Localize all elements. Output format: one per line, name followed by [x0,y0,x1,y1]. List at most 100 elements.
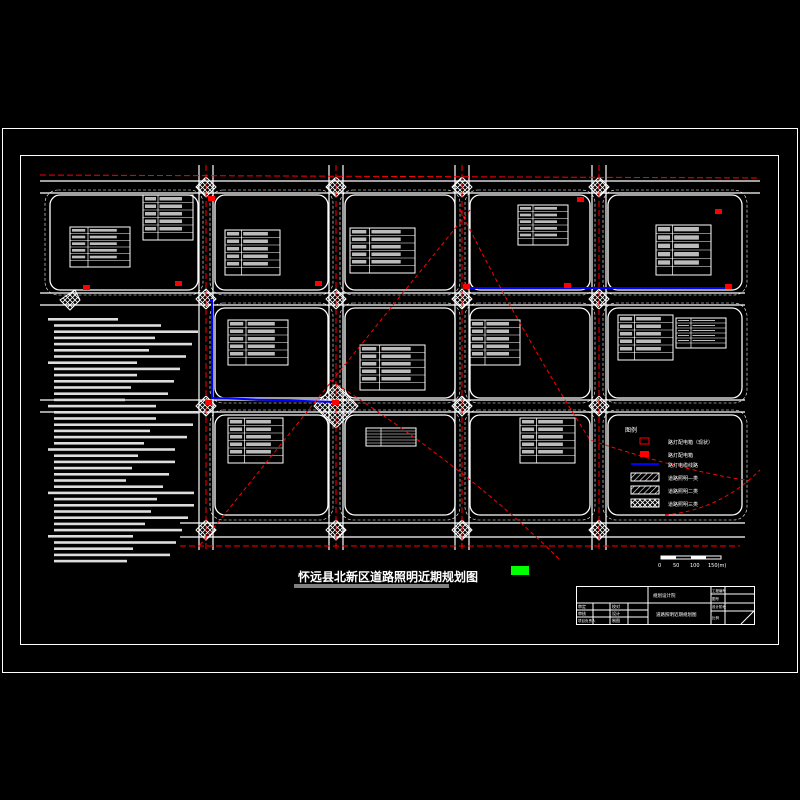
table-cell-text [692,325,715,326]
distribution-box [175,281,182,286]
table-cell-text [247,322,275,326]
table-cell-text [534,220,557,223]
table-cell-text [247,352,275,356]
table-cell-text [230,337,244,341]
hatch-1-icon [630,472,660,482]
note-text-line [54,553,170,557]
title-block: 规划设计院 道路照明近期规划图 审定 审核 项目负责人 校对 设计 制图 工程编… [576,586,755,625]
table-cell-text [227,247,240,251]
table-cell-text [636,332,661,336]
box-outline-icon [639,437,650,445]
legend-label: 路灯电缆线路 [668,462,698,469]
legend-label: 道路照明三类 [668,501,698,508]
table-cell-text [472,337,483,341]
tb-label: 审定 [578,603,586,609]
note-text-line [54,398,125,402]
red-road-centerline [39,174,761,179]
table-cell-text [620,332,633,336]
table-cell-text [520,227,531,230]
note-text-line [54,355,186,358]
table-cell-text [381,369,411,373]
table-cell-text [658,260,671,265]
note-text-line [54,485,163,488]
green-tag [511,566,529,575]
table-cell-text [230,435,243,439]
tb-label: 校对 [612,603,620,609]
table-cell-text [692,320,715,321]
table-cell-text [674,235,699,240]
note-text-line [54,373,137,377]
table-cell-text [352,260,367,264]
table-cell-text [145,212,156,216]
table-cell-text [243,247,268,251]
note-text-line [54,330,198,333]
road-edge [464,302,596,404]
note-text-line [48,404,156,408]
table-cell-text [230,420,243,424]
tb-label: 设计 [612,610,620,616]
legend-label: 路灯配电箱 [668,452,693,459]
table-cell-text [89,235,117,239]
table-cell-text [381,362,411,366]
table-cell-text [230,322,244,326]
table-cell-text [472,344,483,348]
table-cell-text [352,230,367,234]
table-cell-text [230,427,243,431]
note-text-line [54,504,194,507]
table-cell-text [159,227,182,231]
table-cell-text [230,442,243,446]
distribution-box [315,281,322,286]
table-cell-text [620,347,633,351]
table-cell-text [246,427,271,431]
road-edge [602,409,748,521]
distribution-box [715,209,722,214]
table-cell-text [243,262,268,266]
red-boundary-3 [459,209,746,481]
note-text-line [54,435,187,439]
table-cell-text [520,220,531,223]
table-cell-text [674,243,699,248]
table-cell-text [362,362,377,366]
table-cell-text [72,235,86,239]
table-cell-text [381,347,411,351]
table-cell-text [674,252,699,257]
table-cell-text [230,344,244,348]
table-cell-text [371,260,401,264]
scale-bar: 0 50 100 150(m) [658,555,726,569]
table-cell-text [159,219,182,223]
table-cell-text [227,262,240,266]
road-edge [602,189,748,296]
table-cell-text [520,233,531,237]
table-cell-text [678,330,689,331]
table-cell-text [247,329,275,333]
table-cell-text [243,239,268,243]
table-cell-text [362,369,377,373]
table-cell-text [522,420,535,424]
note-text-line [54,479,126,482]
table-cell-text [658,235,671,240]
table-cell-text [534,207,557,210]
distribution-box [564,283,571,288]
table-cell-text [381,354,411,358]
road-edge [209,302,334,404]
road-edge [339,189,461,296]
table-cell-text [538,450,563,454]
distribution-box [208,196,215,201]
note-text-line [54,497,157,501]
note-text-line [54,380,174,383]
table-cell-text [658,243,671,248]
note-text-line [48,361,137,364]
tb-label: 项目负责人 [578,618,596,623]
distribution-box [463,284,470,289]
drawing-title: 怀远县北新区道路照明近期规划图 [298,569,478,584]
drawing-name: 道路照明近期规划图 [656,611,697,618]
note-text-line [54,522,145,526]
table-cell-text [636,347,661,351]
table-cell-text [246,450,271,454]
inner-frame [20,155,779,645]
note-text-line [54,336,155,340]
table-cell-text [674,227,699,232]
table-cell-text [620,339,633,343]
note-text-line [54,454,138,457]
